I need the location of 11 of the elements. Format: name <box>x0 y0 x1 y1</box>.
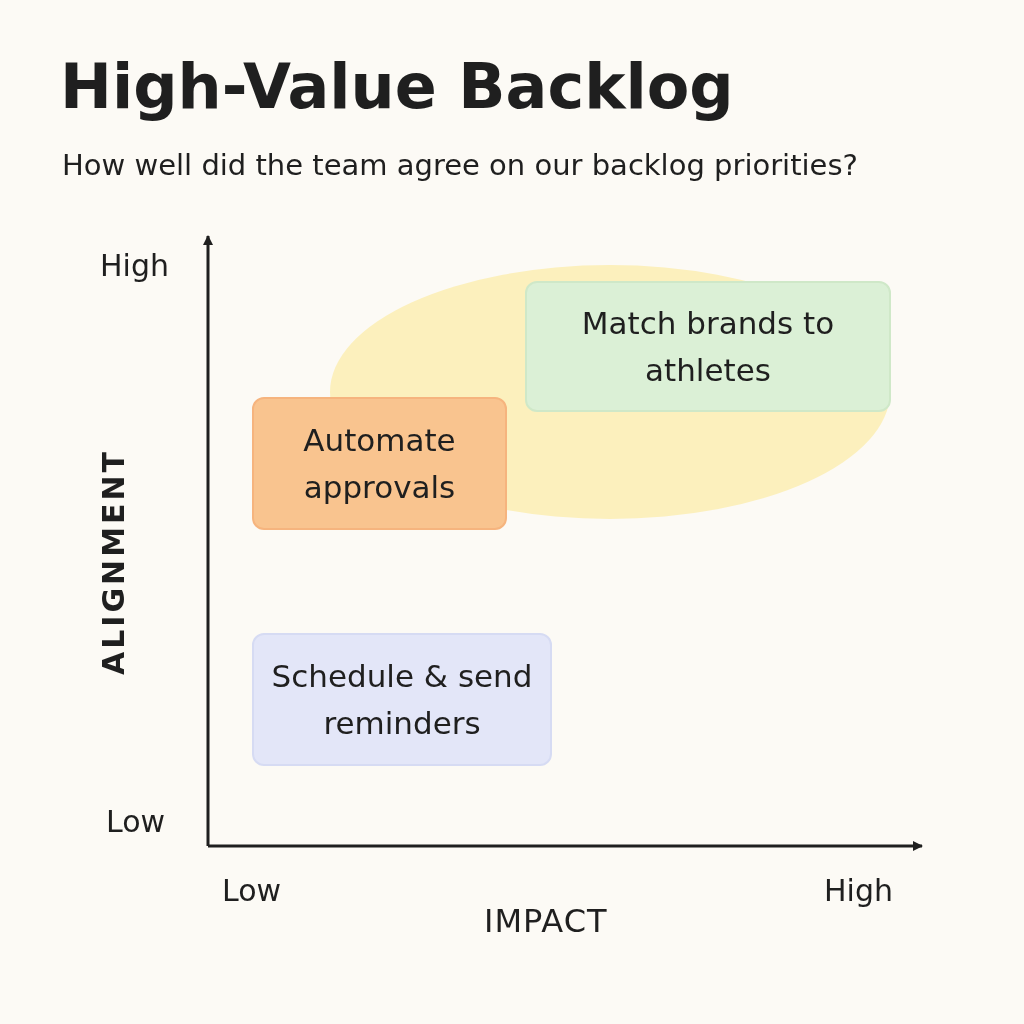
axis-tick-label: Low <box>222 873 282 908</box>
task-box: Match brands to athletes <box>525 281 891 412</box>
axis-title: IMPACT <box>484 902 608 940</box>
subtitle: How well did the team agree on our backlog priorities? <box>62 148 858 182</box>
axis-title: ALIGNMENT <box>95 448 131 676</box>
axis-tick-label: Low <box>106 804 166 839</box>
axis-tick-label: High <box>824 873 893 908</box>
task-box: Automate approvals <box>252 397 507 530</box>
title: High-Value Backlog <box>60 50 734 123</box>
task-box: Schedule & send reminders <box>252 633 552 766</box>
axis-tick-label: High <box>100 248 169 283</box>
